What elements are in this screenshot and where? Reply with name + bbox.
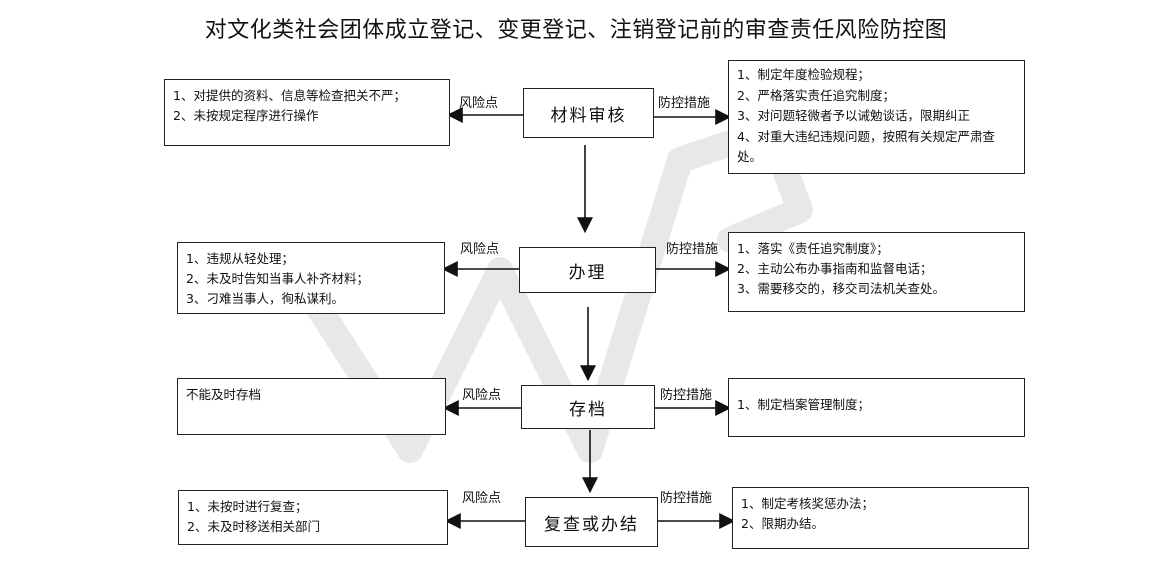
control-item: 1、落实《责任追究制度》； <box>737 241 889 256</box>
stage-box-review-or-complete: 复查或办结 <box>525 497 658 547</box>
risk-item: 1、未按时进行复查； <box>187 499 308 514</box>
stage-box-archiving: 存档 <box>521 385 655 429</box>
control-item: 3、对问题轻微者予以诫勉谈话，限期纠正 <box>737 108 970 123</box>
risk-item: 3、刁难当事人，徇私谋利。 <box>186 291 344 306</box>
control-measures-label: 防控措施 <box>660 388 713 403</box>
risk-box-stage3: 不能及时存档 <box>177 378 446 435</box>
risk-box-stage4: 1、未按时进行复查； 2、未及时移送相关部门 <box>178 490 448 545</box>
risk-item: 1、对提供的资料、信息等检查把关不严； <box>173 88 406 103</box>
control-box-stage2: 1、落实《责任追究制度》； 2、主动公布办事指南和监督电话； 3、需要移交的，移… <box>728 232 1025 312</box>
control-item: 1、制定档案管理制度； <box>737 397 870 412</box>
control-item: 1、制定年度检验规程； <box>737 67 870 82</box>
risk-box-stage1: 1、对提供的资料、信息等检查把关不严； 2、未按规定程序进行操作 <box>164 79 450 146</box>
control-item: 4、对重大违纪违规问题，按照有关规定严肃查处。 <box>737 128 995 165</box>
stage-box-material-review: 材料审核 <box>523 88 654 138</box>
risk-item: 1、违规从轻处理； <box>186 251 294 266</box>
control-box-stage3: 1、制定档案管理制度； <box>728 378 1025 437</box>
control-measures-label: 防控措施 <box>666 242 719 257</box>
control-item: 1、制定考核奖惩办法； <box>741 496 874 511</box>
risk-point-label: 风险点 <box>462 491 502 506</box>
risk-item: 2、未按规定程序进行操作 <box>173 108 319 123</box>
risk-box-stage2: 1、违规从轻处理； 2、未及时告知当事人补齐材料； 3、刁难当事人，徇私谋利。 <box>177 242 445 314</box>
control-item: 2、主动公布办事指南和监督电话； <box>737 261 933 276</box>
risk-point-label: 风险点 <box>460 242 500 257</box>
control-box-stage4: 1、制定考核奖惩办法； 2、限期办结。 <box>732 487 1029 549</box>
control-item: 2、限期办结。 <box>741 516 824 531</box>
risk-item: 不能及时存档 <box>186 387 262 402</box>
stage-box-processing: 办理 <box>519 247 656 293</box>
control-measures-label: 防控措施 <box>658 96 711 111</box>
diagram-title: 对文化类社会团体成立登记、变更登记、注销登记前的审查责任风险防控图 <box>204 18 948 43</box>
risk-point-label: 风险点 <box>462 388 502 403</box>
control-measures-label: 防控措施 <box>660 491 713 506</box>
control-box-stage1: 1、制定年度检验规程； 2、严格落实责任追究制度； 3、对问题轻微者予以诫勉谈话… <box>728 60 1025 174</box>
risk-item: 2、未及时移送相关部门 <box>187 519 320 534</box>
control-item: 2、严格落实责任追究制度； <box>737 87 895 103</box>
control-item: 3、需要移交的，移交司法机关查处。 <box>737 281 945 296</box>
risk-item: 2、未及时告知当事人补齐材料； <box>186 271 369 286</box>
risk-point-label: 风险点 <box>459 96 499 111</box>
